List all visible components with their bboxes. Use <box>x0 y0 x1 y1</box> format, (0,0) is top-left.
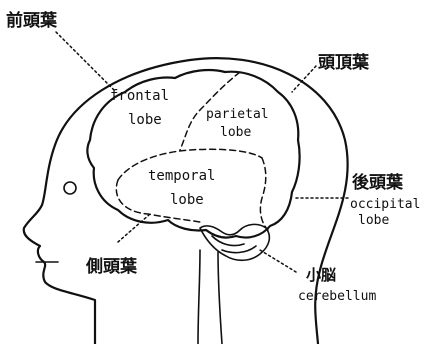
leader-temporal <box>118 214 150 242</box>
label-occipital-en-2: lobe <box>358 213 389 228</box>
label-parietal-jp: 頭頂葉 <box>318 52 370 73</box>
label-parietal-en-2: lobe <box>220 125 251 140</box>
leader-frontal <box>56 32 116 92</box>
neck-spine-right <box>218 252 222 344</box>
label-parietal-en-1: parietal <box>206 107 269 122</box>
label-temporal-jp: 側頭葉 <box>85 256 138 277</box>
label-cerebellum-jp: 小脳 <box>306 266 336 284</box>
cerebellum <box>200 224 269 260</box>
label-occipital-jp: 後頭葉 <box>352 172 404 193</box>
label-frontal-en-2: lobe <box>128 112 162 128</box>
label-temporal-en-2: lobe <box>170 192 204 208</box>
label-frontal-en-1: frontal <box>110 88 169 104</box>
label-occipital-en-1: occipital <box>350 197 420 212</box>
label-cerebellum-en: cerebellum <box>298 289 376 304</box>
label-temporal-en-1: temporal <box>148 168 215 184</box>
label-frontal-jp: 前頭葉 <box>6 10 58 31</box>
eye <box>64 182 76 194</box>
neck-spine-left <box>198 250 200 344</box>
parieto-occipital <box>260 158 268 230</box>
leader-cerebellum <box>260 250 296 272</box>
cerebellum-fold-2 <box>222 246 256 253</box>
